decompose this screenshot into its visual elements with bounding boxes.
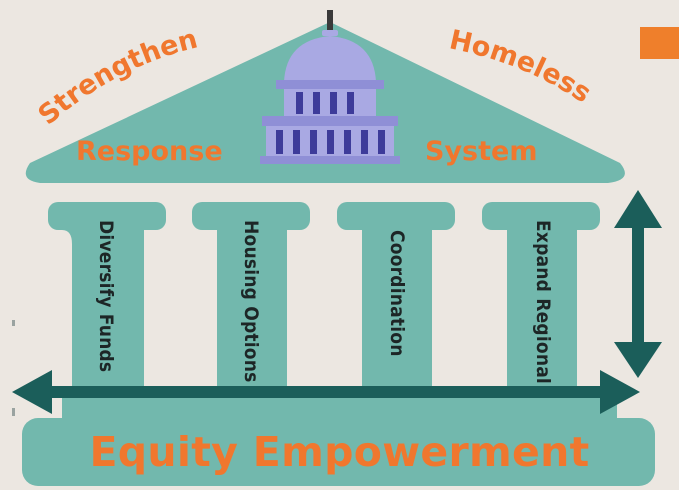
pillar-label-expand-regional: Expand Regional	[532, 220, 554, 384]
vertical-double-arrow	[614, 190, 662, 378]
base-label: Equity Empowerment	[89, 428, 590, 476]
capitol-dome-icon	[260, 10, 400, 164]
edge-mark-1	[12, 320, 15, 326]
column-4	[482, 202, 600, 396]
pillar-label-coordination: Coordination	[386, 230, 408, 357]
pillar-label-diversify-funds: Diversify Funds	[95, 220, 117, 373]
roof-label-system: System	[425, 136, 538, 167]
column-3	[337, 202, 455, 396]
column-1	[48, 202, 166, 396]
base-body	[62, 395, 617, 425]
roof-label-response: Response	[76, 136, 223, 167]
pillar-label-housing-options: Housing Options	[240, 220, 262, 383]
base-platform	[22, 418, 655, 486]
edge-mark-2	[12, 408, 15, 416]
orange-square	[640, 27, 679, 59]
horizontal-double-arrow	[12, 370, 640, 414]
column-2	[192, 202, 310, 396]
